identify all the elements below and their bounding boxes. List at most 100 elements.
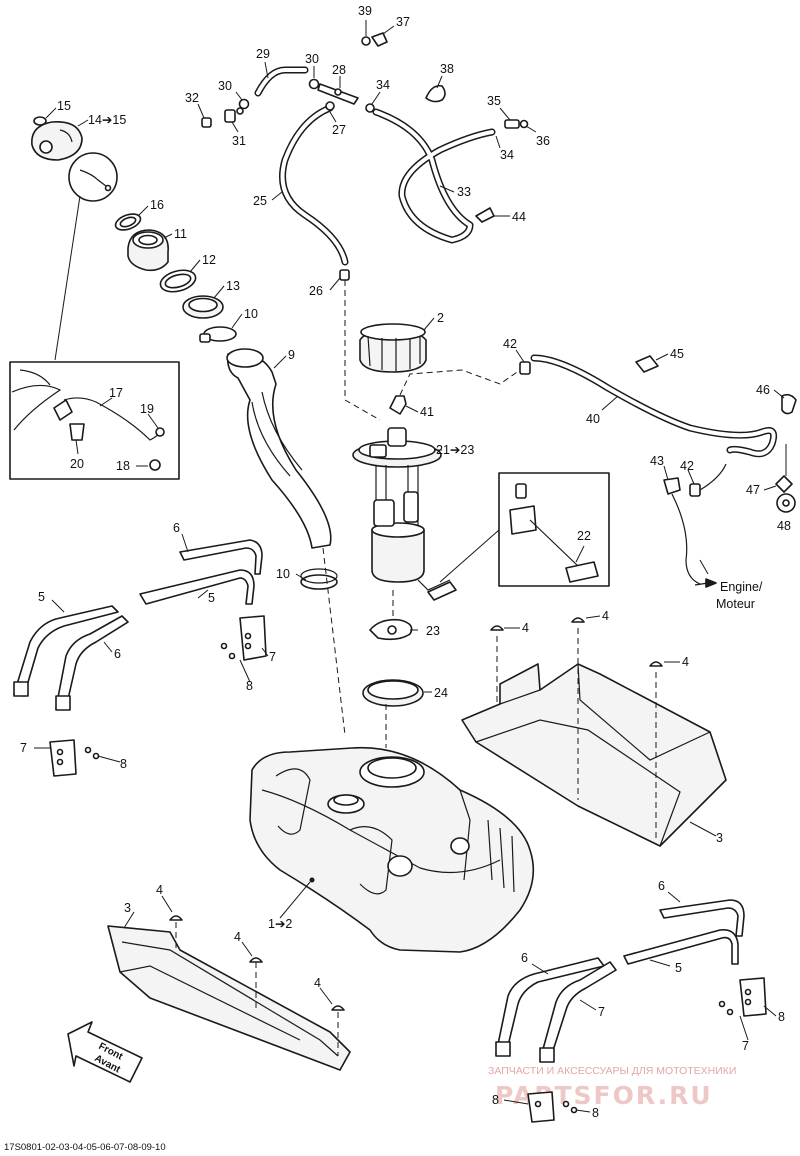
- hose-clamps-30: [236, 78, 320, 115]
- callout: 4: [156, 883, 163, 897]
- callout: 23: [426, 624, 440, 638]
- callout: 21➔23: [436, 443, 474, 457]
- callout: 45: [670, 347, 684, 361]
- callout: 30: [218, 79, 232, 93]
- callout: 31: [232, 134, 246, 148]
- strainer-23: [369, 590, 413, 641]
- callout: 7: [742, 1039, 749, 1053]
- callout: 4: [602, 609, 609, 623]
- hose-clamp-26: [339, 269, 350, 281]
- fuel-pump-module-21: [352, 427, 457, 601]
- engine-arrow: [694, 578, 717, 588]
- callout: 8: [246, 679, 253, 693]
- callout: 12: [202, 253, 216, 267]
- callout: 24: [434, 686, 448, 700]
- leader-lines: [34, 20, 785, 1113]
- lock-ring-2: [359, 323, 427, 373]
- clip-32-31: [201, 109, 236, 128]
- callout: 41: [420, 405, 434, 419]
- callout: 10: [276, 567, 290, 581]
- vent-hose-25: [279, 104, 349, 266]
- callout: 3: [716, 831, 723, 845]
- callout: 19: [140, 402, 154, 416]
- clamp-39-37: [361, 32, 388, 47]
- skid-plate-3-right: [461, 617, 727, 847]
- callout: 25: [253, 194, 267, 208]
- skid-plate-3-left: [107, 915, 351, 1071]
- nut-13: [182, 295, 224, 319]
- callout: 37: [396, 15, 410, 29]
- vent-valve-35: [504, 119, 529, 129]
- callout: 14➔15: [88, 113, 126, 127]
- callout: 15: [57, 99, 71, 113]
- callout: 4: [682, 655, 689, 669]
- callout: 4: [234, 930, 241, 944]
- vent-valve-28: [317, 83, 359, 105]
- callout: 3: [124, 901, 131, 915]
- gasket-24: [362, 679, 424, 707]
- clip-46: [781, 393, 797, 415]
- callout: 9: [288, 348, 295, 362]
- callout: 2: [437, 311, 444, 325]
- callout: 7: [269, 650, 276, 664]
- front-direction-arrow: Front Avant: [67, 1021, 143, 1083]
- level-sender-inset: [439, 472, 610, 587]
- callout: 6: [114, 647, 121, 661]
- callout: 44: [512, 210, 526, 224]
- clamp-42-lower: [689, 463, 727, 497]
- bracket-7-lower-left: [49, 739, 100, 777]
- callout: 7: [20, 741, 27, 755]
- bracket-7-left: [239, 615, 267, 661]
- ring-12: [159, 269, 197, 293]
- filler-neck-11: [127, 229, 169, 272]
- callout: 34: [500, 148, 514, 162]
- callout: 1➔2: [268, 917, 292, 931]
- connector-43: [663, 477, 701, 585]
- clamp-10-upper: [199, 326, 237, 343]
- clamp-10-lower: [300, 547, 346, 736]
- filler-hose-9: [226, 348, 332, 549]
- gasket-16: [114, 213, 142, 231]
- callout: 8: [120, 757, 127, 771]
- callout-labels: 39 37 29 30 28 38 30 34 35 32 27 34 36 3…: [20, 4, 791, 1120]
- strap-5-left: [13, 605, 119, 697]
- callout: 5: [675, 961, 682, 975]
- clip-38: [425, 84, 446, 103]
- callout: 28: [332, 63, 346, 77]
- callout: 38: [440, 62, 454, 76]
- callout: 33: [457, 185, 471, 199]
- cap-tether-detail-circle: [54, 152, 118, 361]
- hose-clamp-27: [325, 101, 335, 111]
- callout: 8: [592, 1106, 599, 1120]
- bolts-8-left: [220, 642, 236, 660]
- routing-line-b: [344, 399, 381, 421]
- callout: 47: [746, 483, 760, 497]
- callout: 29: [256, 47, 270, 61]
- watermark-caption: ЗАПЧАСТИ И АКСЕССУАРЫ ДЛЯ МОТОТЕХНИКИ: [488, 1065, 736, 1077]
- callout: 10: [244, 307, 258, 321]
- callout: 18: [116, 459, 130, 473]
- callout: 42: [680, 459, 694, 473]
- callout: 48: [777, 519, 791, 533]
- vent-hose-29: [254, 66, 309, 97]
- callout: 5: [208, 591, 215, 605]
- callout: 11: [174, 227, 187, 241]
- tether-detail-inset: [9, 361, 180, 480]
- callout: 30: [305, 52, 319, 66]
- bracket-7-right: [718, 977, 767, 1017]
- fitting-41: [389, 395, 407, 415]
- callout: 5: [38, 590, 45, 604]
- callout: 4: [522, 621, 529, 635]
- strap-6-lower-right: [539, 961, 617, 1063]
- fuel-tank-1: [249, 704, 535, 953]
- callout: 46: [756, 383, 770, 397]
- callout: 8: [492, 1093, 499, 1107]
- engine-label: Engine/: [720, 580, 763, 594]
- callout: 26: [309, 284, 323, 298]
- grommet-47-48: [775, 444, 796, 513]
- callout: 6: [173, 521, 180, 535]
- callout: 35: [487, 94, 501, 108]
- callout: 17: [109, 386, 123, 400]
- callout: 42: [503, 337, 517, 351]
